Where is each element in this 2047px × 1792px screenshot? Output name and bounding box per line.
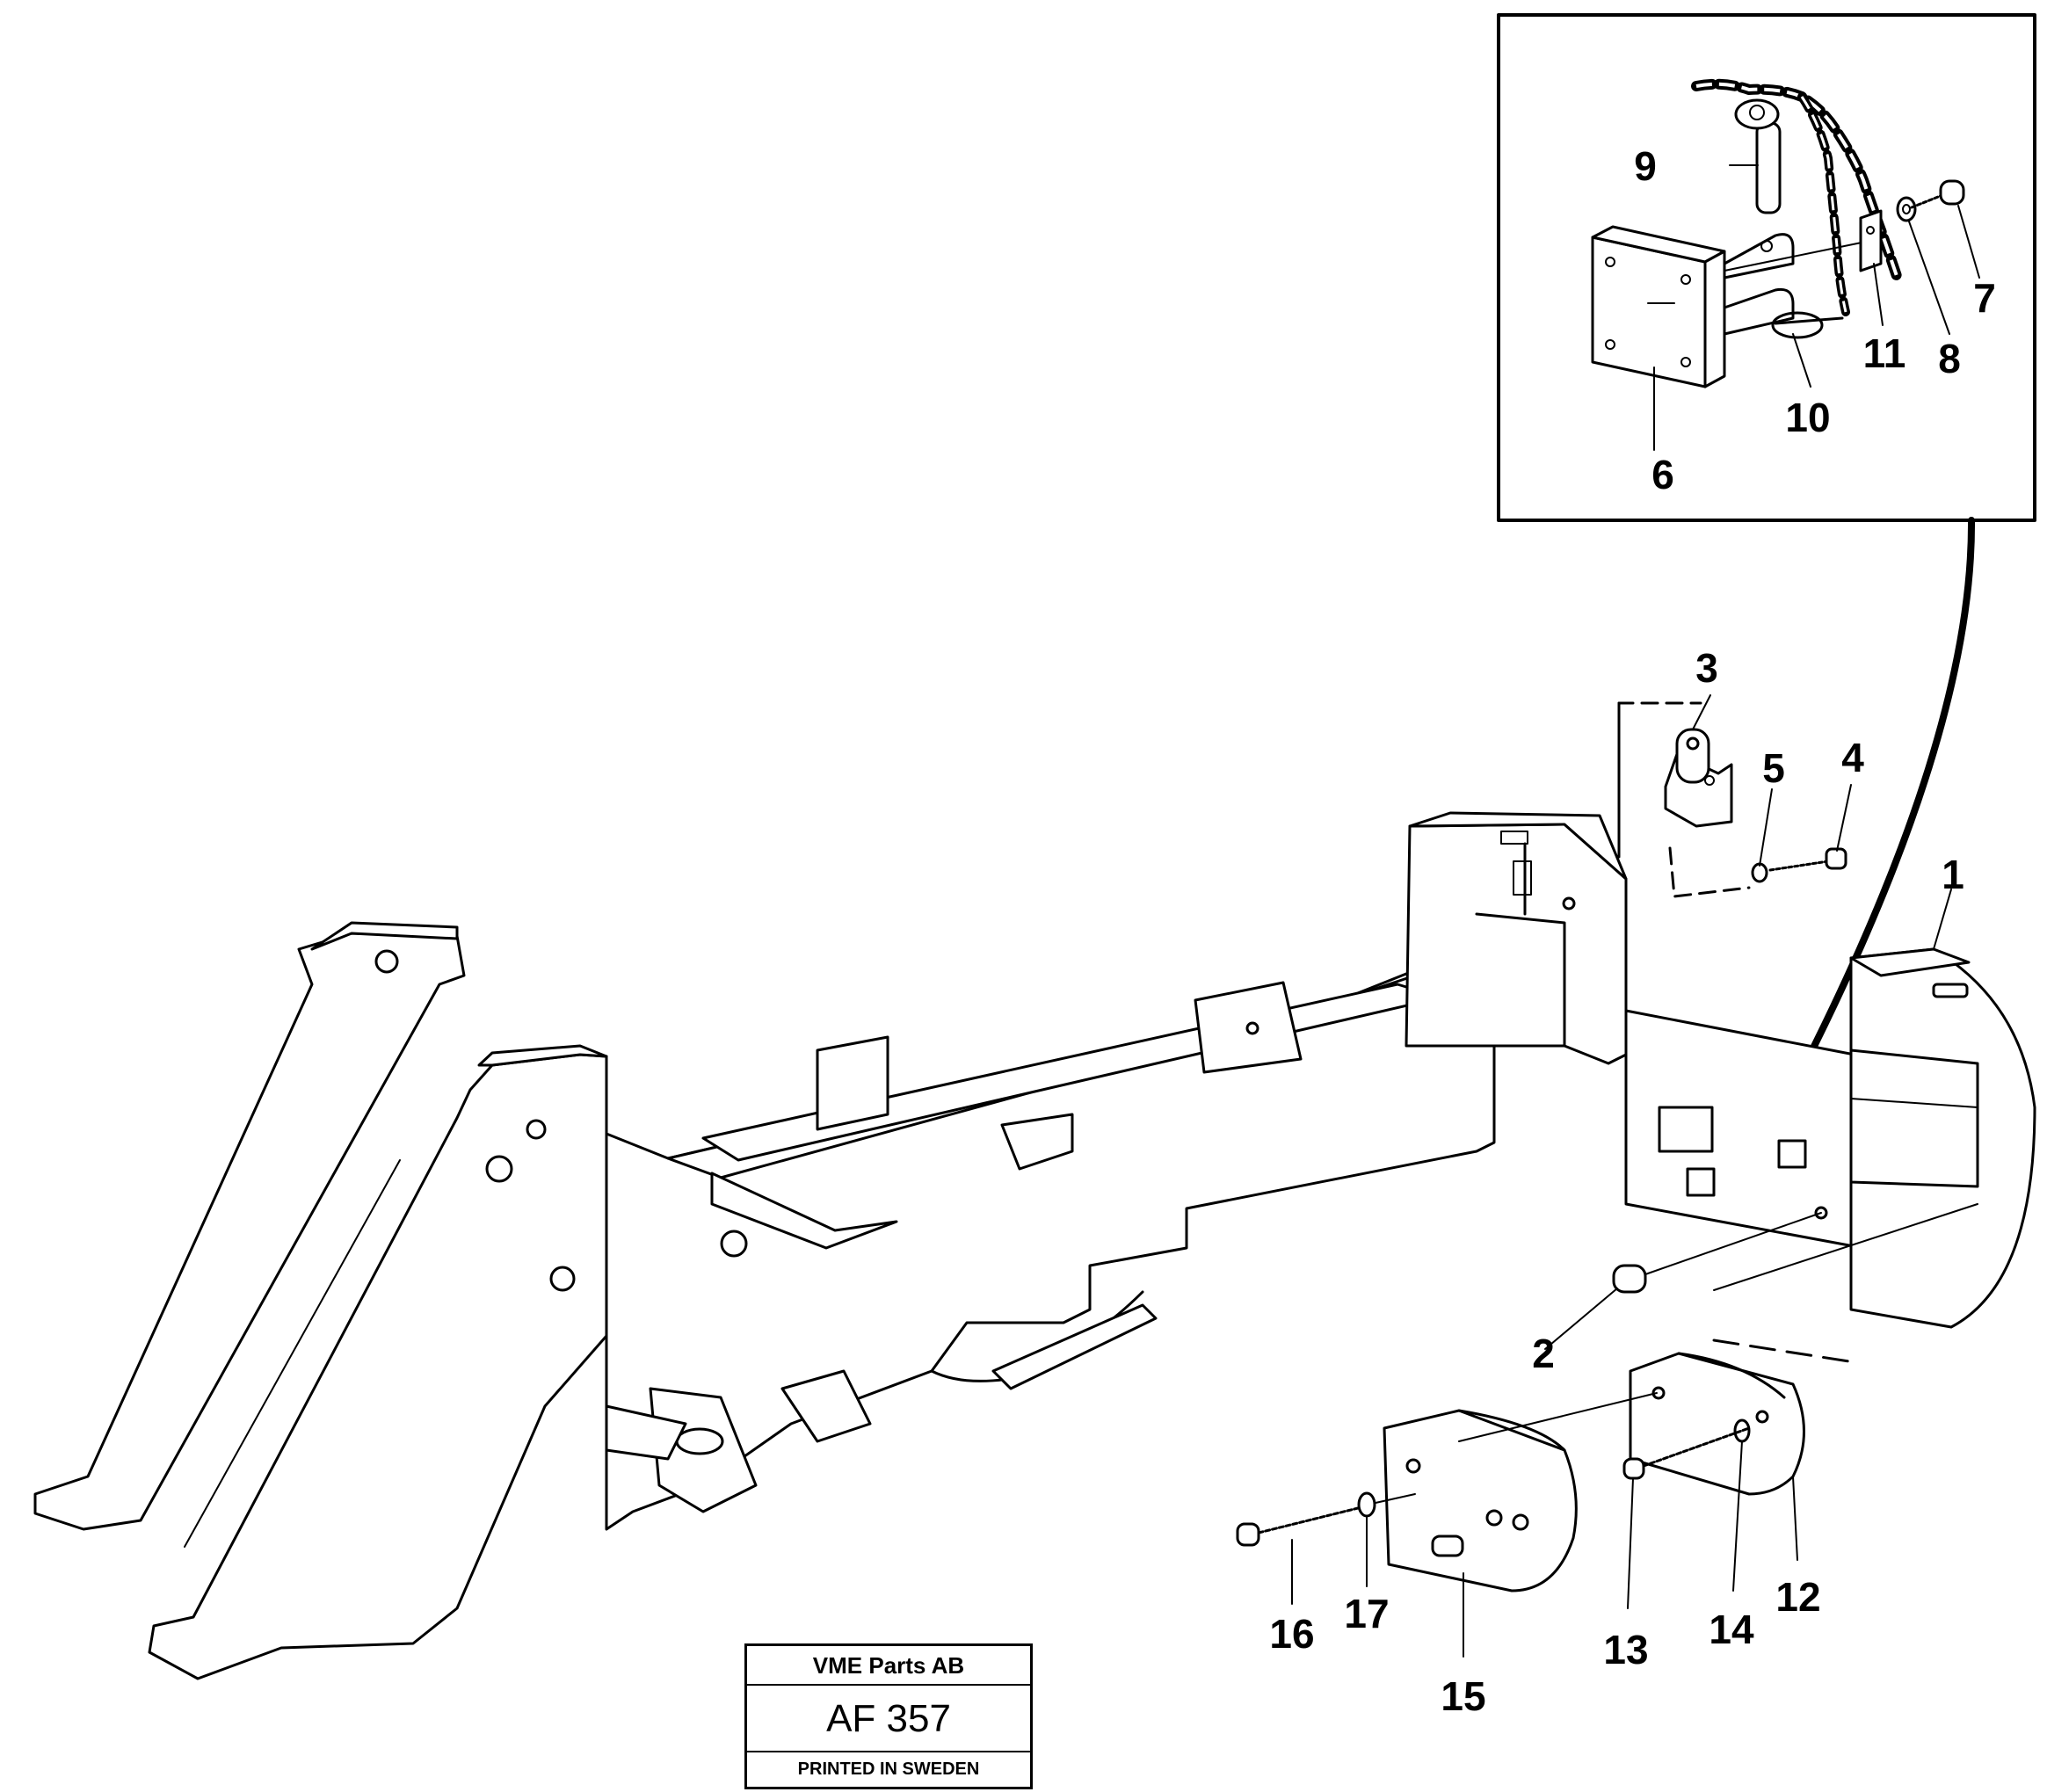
label-10: 10 bbox=[1785, 395, 1830, 440]
pin-part-9 bbox=[1734, 98, 1782, 214]
washer-part-17 bbox=[1357, 1491, 1376, 1518]
screw-part-7 bbox=[1910, 179, 1965, 209]
bracket-part-11 bbox=[1859, 209, 1883, 272]
label-2: 2 bbox=[1532, 1331, 1555, 1376]
label-12: 12 bbox=[1775, 1574, 1820, 1620]
label-7: 7 bbox=[1973, 275, 1996, 321]
label-11: 11 bbox=[1863, 330, 1906, 376]
label-16: 16 bbox=[1269, 1611, 1314, 1657]
label-8: 8 bbox=[1938, 336, 1961, 381]
label-13: 13 bbox=[1603, 1627, 1648, 1672]
bracket-part-3 bbox=[1664, 728, 1733, 828]
plug-part-2 bbox=[1612, 1206, 1828, 1294]
screw-part-4 bbox=[1768, 847, 1847, 872]
drawing-code: AF 357 bbox=[747, 1686, 1030, 1752]
label-14: 14 bbox=[1709, 1607, 1754, 1652]
label-3: 3 bbox=[1695, 645, 1718, 691]
label-5: 5 bbox=[1762, 745, 1785, 791]
linch-pin-part-10 bbox=[1771, 311, 1844, 339]
weight-part-15 bbox=[1383, 1409, 1578, 1592]
label-6: 6 bbox=[1651, 452, 1674, 497]
detail-inset: 9 6 10 11 8 7 bbox=[1497, 13, 2036, 522]
bolt-part-16 bbox=[1236, 1506, 1360, 1547]
washer-part-8 bbox=[1896, 196, 1917, 222]
weight-part-12 bbox=[1629, 1352, 1805, 1496]
label-4: 4 bbox=[1841, 735, 1864, 780]
counterweight-part-1 bbox=[1849, 947, 2036, 1329]
label-9: 9 bbox=[1634, 143, 1657, 189]
title-block: VME Parts AB AF 357 PRINTED IN SWEDEN bbox=[744, 1643, 1033, 1789]
company-name: VME Parts AB bbox=[747, 1646, 1030, 1686]
printed-note: PRINTED IN SWEDEN bbox=[797, 1759, 980, 1779]
loader-front-frame bbox=[33, 811, 1865, 1680]
label-1: 1 bbox=[1942, 852, 1964, 897]
tow-plate-part-6 bbox=[1591, 225, 1795, 388]
label-17: 17 bbox=[1344, 1591, 1389, 1636]
label-15: 15 bbox=[1441, 1673, 1485, 1719]
